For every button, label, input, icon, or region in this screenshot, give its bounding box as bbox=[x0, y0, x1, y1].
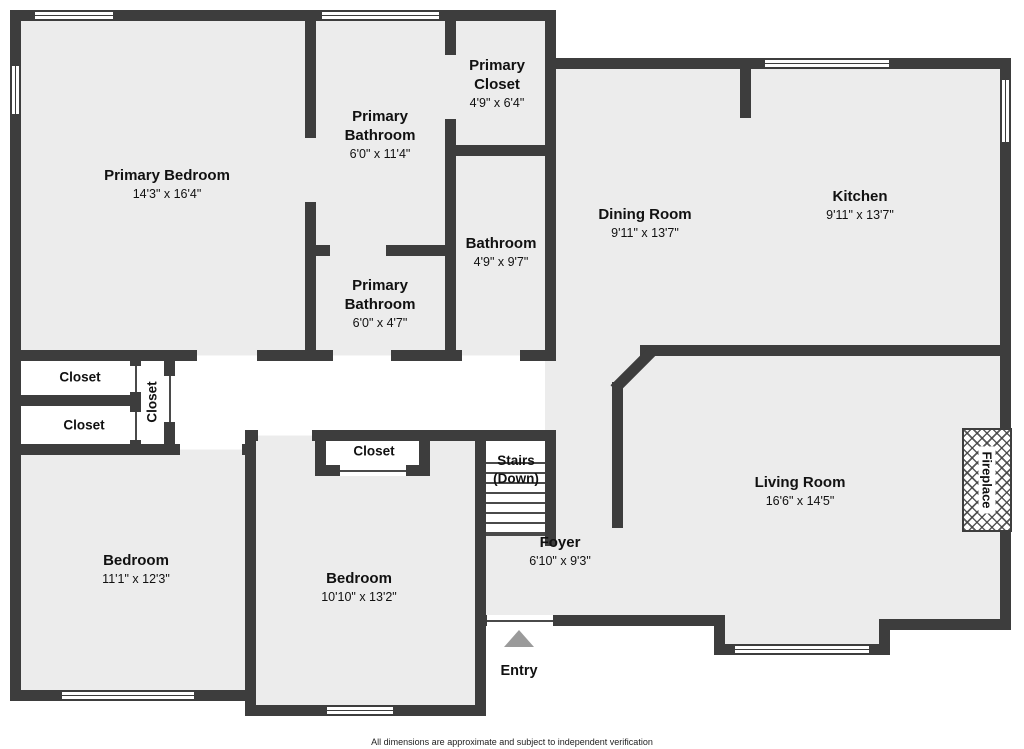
room-floor-bedroom-middle bbox=[245, 430, 486, 716]
door-opening bbox=[180, 444, 242, 455]
wall-segment bbox=[879, 619, 890, 655]
closet-label: Closet bbox=[59, 369, 101, 385]
wall-segment bbox=[10, 395, 141, 406]
entry-arrow-icon bbox=[504, 630, 534, 647]
wall-segment bbox=[315, 430, 326, 476]
closet-label: Closet bbox=[63, 417, 105, 433]
room-label-bathroom: Bathroom 4'9" x 9'7" bbox=[465, 235, 537, 269]
room-label-kitchen: Kitchen 9'11" x 13'7" bbox=[826, 188, 894, 222]
wall-segment bbox=[879, 619, 1011, 630]
closet-door bbox=[340, 465, 406, 476]
entry-label: Entry bbox=[500, 663, 538, 679]
wall-segment bbox=[740, 58, 751, 118]
door-opening bbox=[462, 350, 520, 361]
closet-floor bbox=[21, 406, 130, 444]
wall-segment bbox=[10, 350, 556, 361]
room-floor-primary-suite bbox=[10, 10, 556, 361]
window bbox=[735, 644, 869, 655]
closet-label-vertical: Closet bbox=[144, 381, 160, 423]
window bbox=[10, 66, 21, 114]
room-label-primary-bedroom: Primary Bedroom 14'3" x 16'4" bbox=[104, 167, 230, 201]
stairs-treads bbox=[486, 462, 545, 536]
door-opening bbox=[305, 138, 316, 202]
closet-door bbox=[130, 366, 141, 392]
room-floor-bedroom-left bbox=[10, 444, 256, 701]
wall-segment bbox=[640, 345, 1011, 356]
wall-segment bbox=[245, 430, 256, 716]
window bbox=[327, 705, 393, 716]
door-opening bbox=[258, 430, 312, 441]
room-label-bedroom-left: Bedroom 11'1" x 12'3" bbox=[102, 552, 170, 586]
wall-segment bbox=[10, 444, 256, 455]
door-opening bbox=[445, 55, 456, 119]
closet-floor bbox=[326, 441, 419, 465]
window bbox=[322, 10, 439, 21]
door-opening bbox=[333, 350, 391, 361]
wall-segment bbox=[545, 10, 556, 361]
room-label-foyer: Foyer 6'10" x 9'3" bbox=[529, 534, 591, 568]
closet-label: Closet bbox=[353, 443, 395, 459]
closet-door bbox=[164, 376, 175, 422]
wall-segment bbox=[445, 145, 556, 156]
stairs-label: Stairs (Down) bbox=[493, 452, 539, 486]
room-label-dining-room: Dining Room 9'11" x 13'7" bbox=[598, 206, 692, 240]
wall-segment bbox=[475, 430, 556, 441]
room-floor-living bbox=[617, 345, 1011, 620]
room-floor-kitchen-dining bbox=[556, 58, 1011, 356]
closet-floor bbox=[141, 361, 164, 444]
room-label-primary-bathroom: Primary Bathroom 6'0" x 11'4" bbox=[344, 108, 416, 161]
wall-segment bbox=[245, 430, 486, 441]
wall-segment bbox=[612, 382, 623, 528]
wall-segment bbox=[475, 615, 725, 626]
window bbox=[1000, 80, 1011, 142]
room-label-living-room: Living Room 16'6" x 14'5" bbox=[754, 474, 846, 508]
disclaimer-text: All dimensions are approximate and subje… bbox=[371, 737, 653, 747]
room-floor-foyer bbox=[480, 535, 620, 621]
wall-segment bbox=[1000, 58, 1011, 630]
entry-door-opening bbox=[487, 615, 553, 626]
window bbox=[765, 58, 889, 69]
door-opening bbox=[330, 245, 386, 256]
room-label-bedroom-middle: Bedroom 10'10" x 13'2" bbox=[321, 570, 397, 604]
wall-segment bbox=[475, 430, 486, 716]
window bbox=[35, 10, 113, 21]
wall-segment bbox=[10, 10, 556, 21]
wall-segment bbox=[419, 430, 430, 476]
window bbox=[62, 690, 194, 701]
wall-segment bbox=[545, 430, 556, 546]
room-label-primary-closet: Primary Closet 4'9" x 6'4" bbox=[469, 57, 525, 110]
wall-segment bbox=[445, 10, 456, 361]
closet-door bbox=[130, 412, 141, 440]
room-label-primary-bathroom-2: Primary Bathroom 6'0" x 4'7" bbox=[344, 277, 416, 330]
fireplace: Fireplace bbox=[962, 428, 1012, 532]
stairs-edge bbox=[486, 534, 545, 536]
wall-segment bbox=[714, 615, 725, 655]
door-opening bbox=[197, 350, 257, 361]
fireplace-label: Fireplace bbox=[978, 446, 996, 514]
